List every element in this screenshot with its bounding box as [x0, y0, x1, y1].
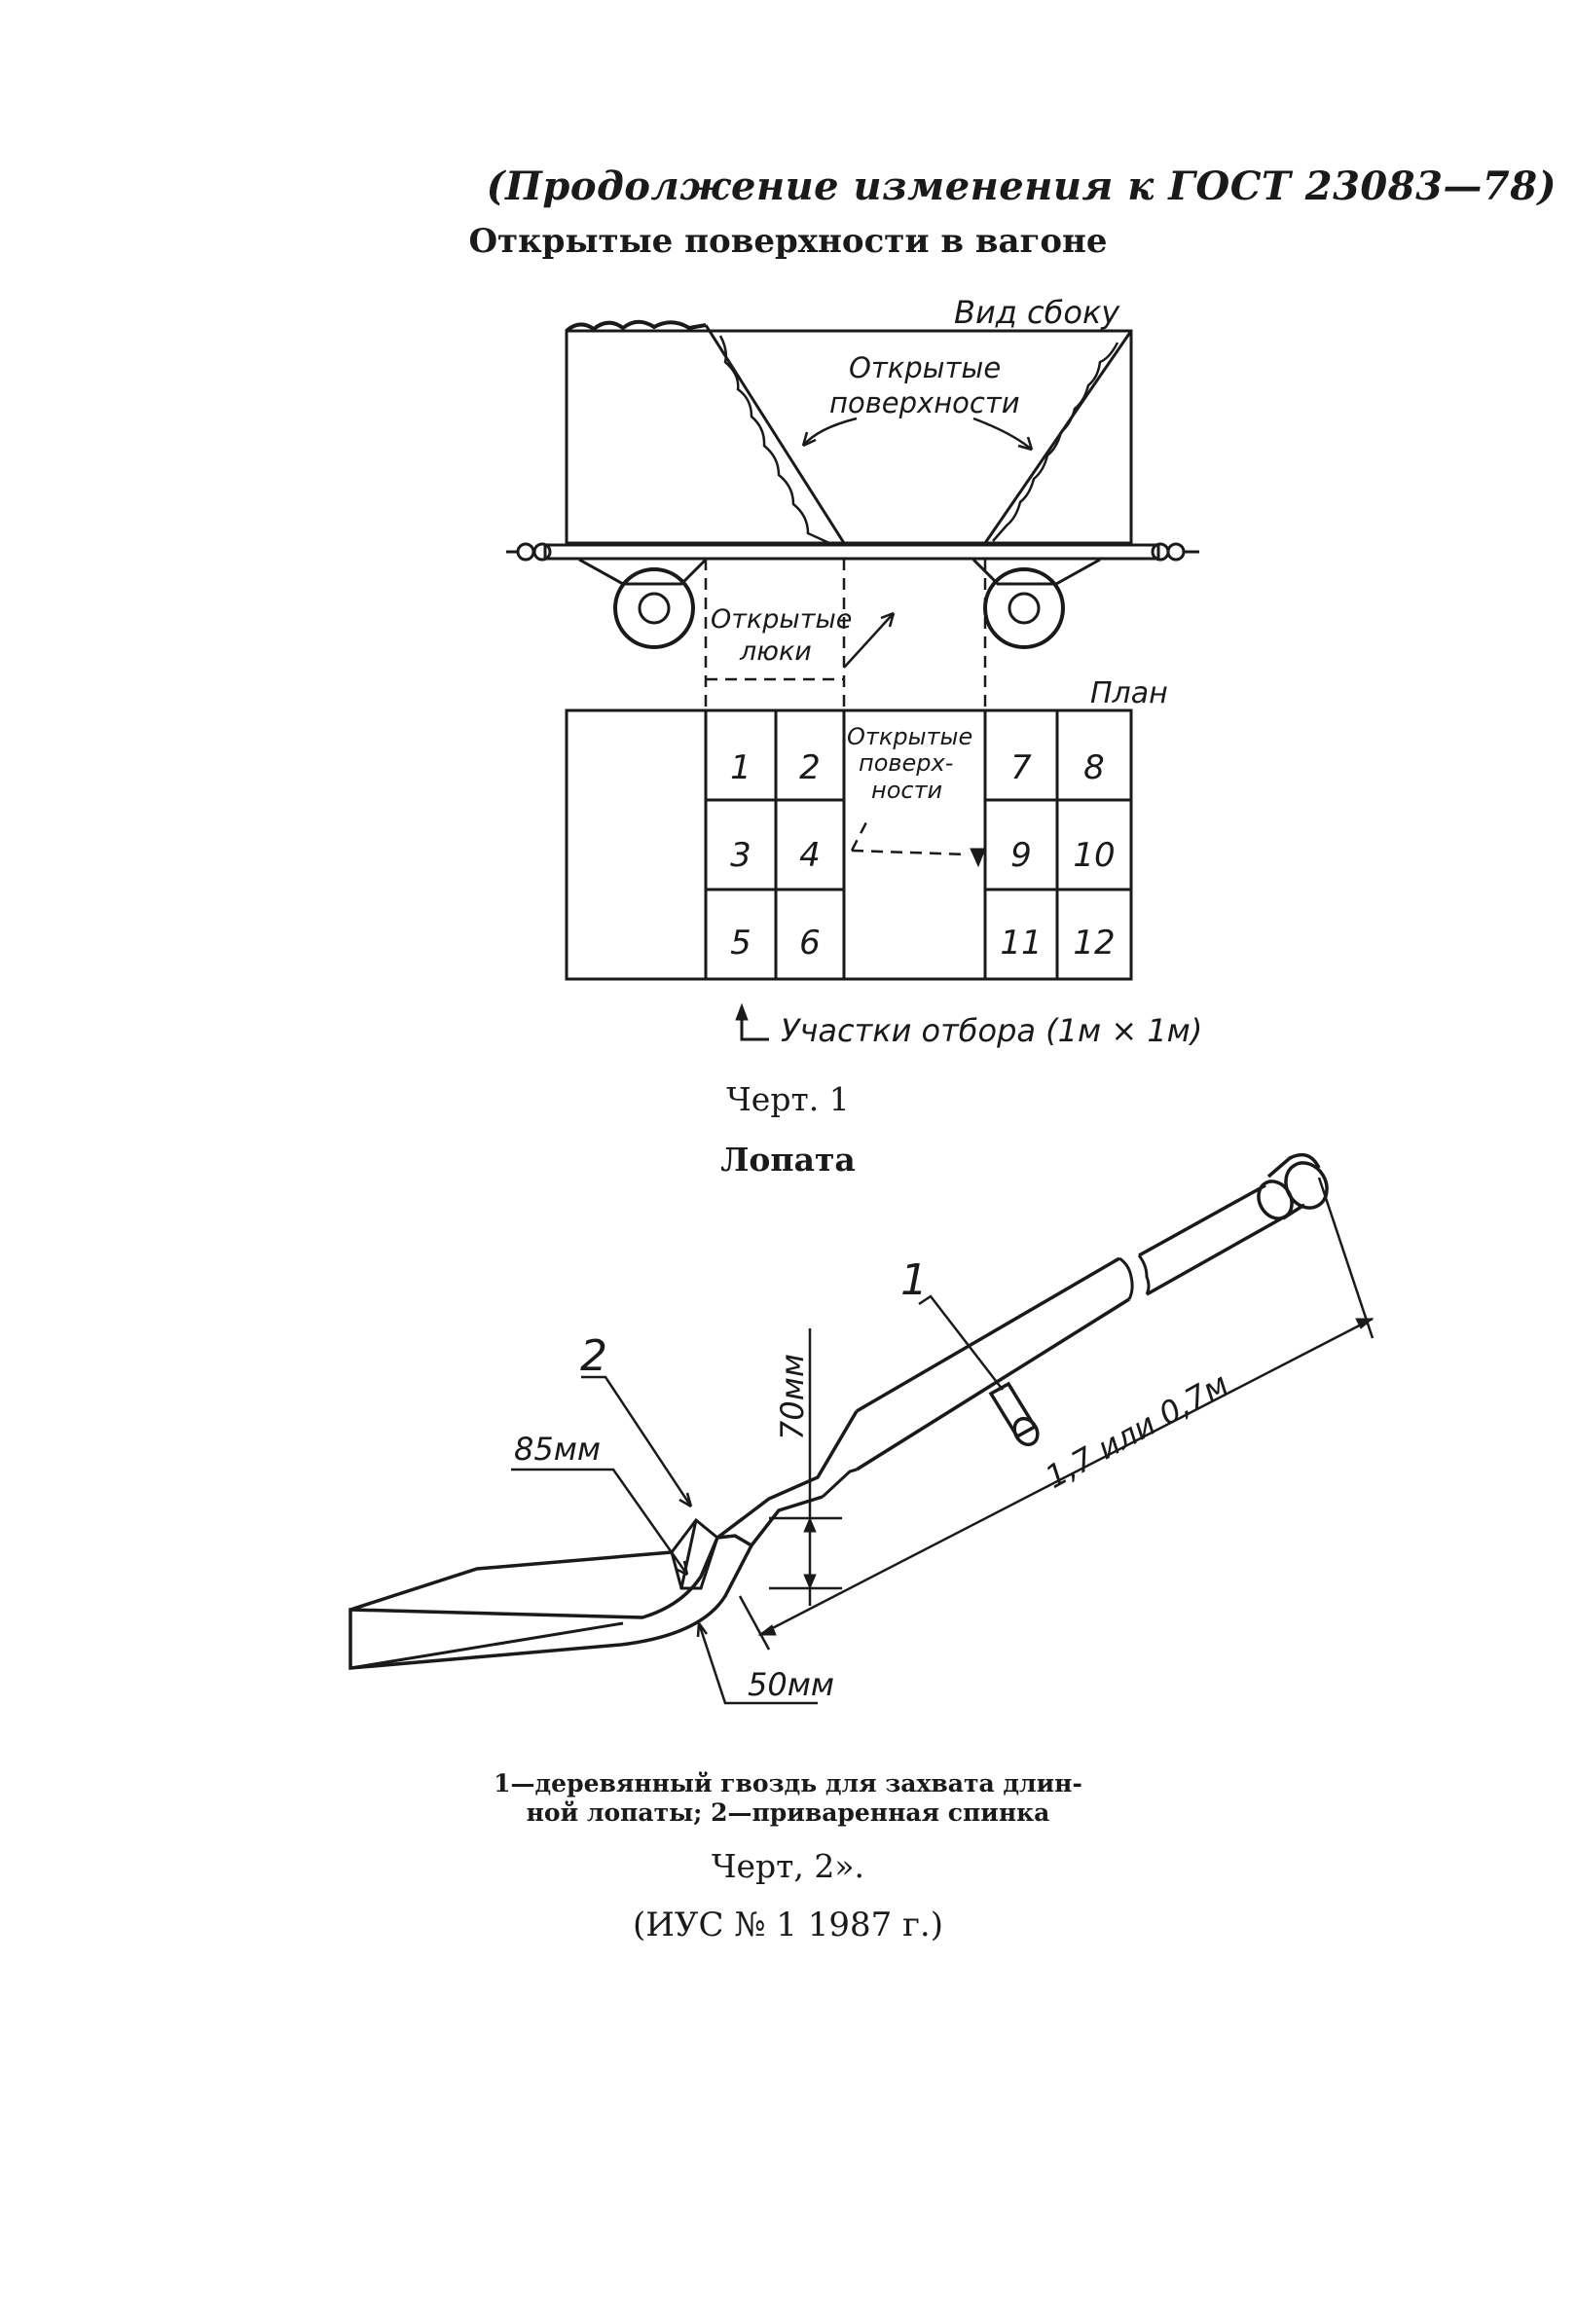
welded-back: [670, 1517, 719, 1590]
plan-open-label-2: поверх-: [859, 749, 953, 777]
cell-7: 7: [1010, 748, 1032, 787]
open-surfaces-label-1: Открытые: [849, 351, 1001, 384]
figure1-title: Открытые поверхности в вагоне: [468, 222, 1108, 261]
dim-85mm: 85мм: [514, 1431, 601, 1468]
cell-4: 4: [799, 836, 821, 875]
dim-70mm: 70мм: [774, 1354, 811, 1440]
cell-2: 2: [799, 748, 821, 787]
plan-label: План: [1090, 676, 1168, 710]
figure2-title: Лопата: [720, 1141, 856, 1179]
cell-3: 3: [730, 836, 751, 875]
wagon-body: [565, 329, 1133, 545]
cell-6: 6: [799, 924, 821, 962]
callout-2: 2: [580, 1331, 607, 1381]
plan-outline: [565, 708, 1133, 981]
open-surface-left: [704, 324, 846, 544]
cell-1: 1: [730, 748, 751, 787]
dim-50mm: 50мм: [748, 1666, 834, 1703]
wheel-left: [613, 567, 695, 649]
open-hatches-label-2: люки: [739, 636, 812, 667]
page-header: (Продолжение изменения к ГОСТ 23083—78): [486, 163, 1557, 209]
handle-grip: [1284, 1161, 1329, 1210]
callout-1: 1: [900, 1255, 928, 1305]
sampling-label: Участки отбора (1м × 1м): [781, 1012, 1202, 1049]
cell-12: 12: [1073, 924, 1115, 962]
figure2-caption: Черт, 2».: [711, 1847, 865, 1885]
cell-5: 5: [730, 924, 751, 962]
cell-9: 9: [1010, 836, 1032, 875]
open-surfaces-label-2: поверхности: [829, 386, 1020, 419]
open-surface-right: [983, 330, 1133, 544]
chassis-frame: [543, 543, 1160, 561]
legend-line-2: ной лопаты; 2—приваренная спинка: [526, 1798, 1050, 1827]
source-note: (ИУС № 1 1987 г.): [633, 1906, 943, 1944]
cell-8: 8: [1083, 748, 1105, 787]
cargo-slope-left: [718, 335, 830, 545]
wagon-side-view: [506, 319, 1199, 710]
cargo-slope-right: [992, 342, 1119, 542]
open-hatches-label-1: Открытые: [711, 604, 852, 635]
wagon-plan-view: [565, 708, 1133, 1041]
shovel-blade: [348, 1534, 754, 1670]
plan-open-label-1: Открытые: [847, 723, 972, 750]
figure2-legend: 1—деревянный гвоздь для захвата длин- но…: [0, 1769, 1576, 1828]
figure1-caption: Черт. 1: [726, 1080, 850, 1118]
side-view-label: Вид сбоку: [954, 294, 1120, 331]
cell-10: 10: [1073, 836, 1115, 875]
dim-length: 1,7 или 0,7м: [1039, 1365, 1234, 1496]
shovel-drawing: [348, 1152, 1374, 1705]
plan-open-label-3: ности: [871, 777, 942, 804]
cargo-top: [565, 319, 707, 333]
legend-line-1: 1—деревянный гвоздь для захвата длин-: [494, 1769, 1082, 1797]
cell-11: 11: [1000, 924, 1042, 962]
wheel-right: [983, 567, 1065, 649]
